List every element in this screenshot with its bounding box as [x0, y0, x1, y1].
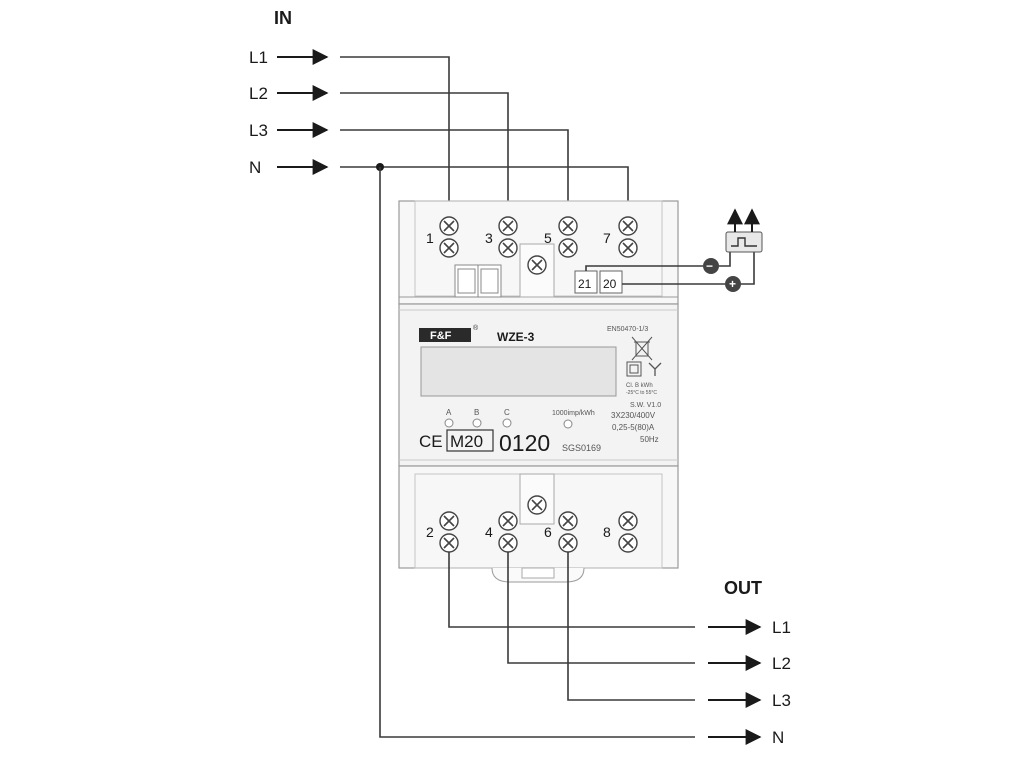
terminal-7-screw-lower-icon [618, 238, 638, 258]
terminal-label-2: 2 [426, 524, 434, 540]
terminal-label-5: 5 [544, 230, 552, 246]
ce-mark: CE [419, 432, 443, 451]
wire-in-l2 [340, 92, 509, 217]
class-text: Cl. B kWh [626, 383, 653, 389]
terminal-label-7: 7 [603, 230, 611, 246]
in-label-l2: L2 [249, 84, 268, 103]
impulse-led-icon [563, 419, 573, 429]
mid-mark: M20 [450, 432, 483, 451]
pulse-minus-icon [703, 258, 719, 274]
temperature-range-text: -25°C to 55°C [626, 390, 657, 396]
terminal-label-1: 1 [426, 230, 434, 246]
rated-voltage-text: 3X230/400V [611, 411, 656, 420]
pulse-plus-symbol: + [729, 277, 736, 291]
pulse-terminal-label-21: 21 [578, 277, 592, 291]
weee-bin-icon [631, 336, 653, 361]
wire-in-l3 [340, 129, 569, 217]
star-connection-icon [648, 362, 662, 376]
brand-registered-mark: ® [473, 324, 479, 332]
pulse-counter-device-icon [725, 231, 763, 253]
wire-pulse-21 [585, 265, 703, 271]
wire-neutral-through [379, 167, 695, 738]
out-label-l2: L2 [772, 654, 791, 673]
terminal-4-screw-lower-icon [498, 533, 518, 553]
wire-out-l3 [567, 552, 695, 701]
pulse-terminal-20 [599, 270, 623, 294]
pulse-minus-symbol: − [706, 259, 713, 273]
in-heading: IN [274, 8, 292, 28]
terminal-5-screw-upper-icon [558, 216, 578, 236]
terminal-1-screw-upper-icon [439, 216, 459, 236]
pulse-terminal-label-20: 20 [603, 277, 617, 291]
terminal-4-screw-upper-icon [498, 511, 518, 531]
terminal-label-6: 6 [544, 524, 552, 540]
in-label-l3: L3 [249, 121, 268, 140]
serial-number: SGS0169 [562, 443, 601, 453]
standard-text: EN50470-1/3 [607, 326, 648, 333]
wire-pulse-minus-device [719, 252, 731, 267]
phase-label-a: A [446, 408, 452, 417]
double-insulation-icon [626, 361, 642, 377]
phase-label-c: C [504, 408, 510, 417]
out-label-l3: L3 [772, 691, 791, 710]
bottom-center-screw-icon [527, 495, 547, 515]
terminal-6-screw-upper-icon [558, 511, 578, 531]
wire-in-l1 [340, 56, 450, 217]
notified-body-number: 0120 [499, 430, 550, 456]
terminal-2-screw-upper-icon [439, 511, 459, 531]
terminal-3-screw-upper-icon [498, 216, 518, 236]
impulse-rate-text: 1000imp/kWh [552, 410, 595, 417]
terminal-label-4: 4 [485, 524, 493, 540]
model-name: WZE-3 [497, 330, 535, 344]
out-label-n: N [772, 728, 784, 747]
pulse-plus-icon [725, 276, 741, 292]
frequency-text: 50Hz [640, 435, 659, 444]
terminal-label-8: 8 [603, 524, 611, 540]
mid-mark-box [446, 429, 494, 452]
wire-in-n [340, 166, 629, 217]
wire-pulse-plus-device [741, 252, 755, 285]
terminal-1-screw-lower-icon [439, 238, 459, 258]
phase-led-c-icon [502, 418, 512, 428]
in-label-l1: L1 [249, 48, 268, 67]
rated-current-text: 0,25-5(80)A [612, 423, 655, 432]
software-version-text: S.W. V1.0 [630, 402, 661, 409]
lcd-display [420, 346, 617, 397]
wire-out-l2 [507, 552, 695, 664]
terminal-5-screw-lower-icon [558, 238, 578, 258]
terminal-2-screw-lower-icon [439, 533, 459, 553]
terminal-6-screw-lower-icon [558, 533, 578, 553]
out-label-l1: L1 [772, 618, 791, 637]
phase-label-b: B [474, 408, 479, 417]
phase-led-a-icon [444, 418, 454, 428]
terminal-8-screw-upper-icon [618, 511, 638, 531]
out-heading: OUT [724, 578, 762, 598]
in-label-n: N [249, 158, 261, 177]
terminal-7-screw-upper-icon [618, 216, 638, 236]
terminal-3-screw-lower-icon [498, 238, 518, 258]
wire-out-l1 [448, 552, 695, 628]
terminal-8-screw-lower-icon [618, 533, 638, 553]
phase-led-b-icon [472, 418, 482, 428]
top-center-screw-icon [527, 255, 547, 275]
brand-logo: F&F ® [419, 324, 479, 342]
terminal-label-3: 3 [485, 230, 493, 246]
brand-logo-text: F&F [430, 330, 452, 342]
